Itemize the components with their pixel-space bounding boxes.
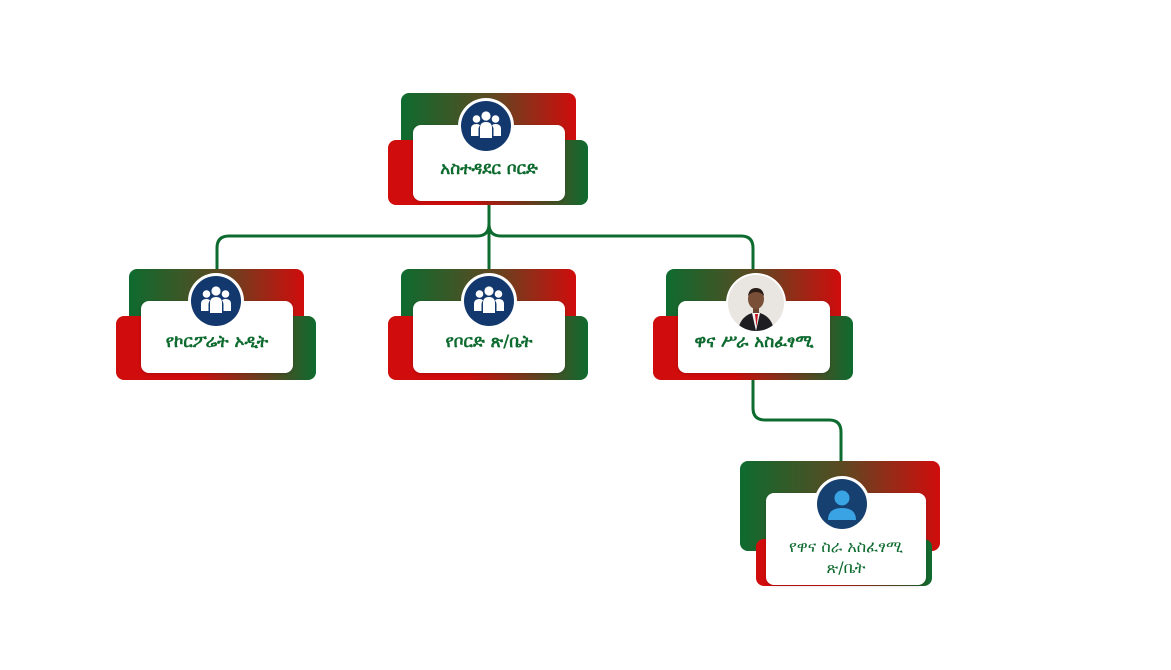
node-corporate-audit[interactable]: የኮርፖሬት ኦዲት — [116, 269, 316, 384]
node-badge — [461, 273, 517, 329]
group-icon — [201, 286, 231, 313]
node-board-secretariat[interactable]: የቦርድ ጽ/ቤት — [388, 269, 588, 384]
person-icon — [828, 490, 856, 520]
node-ceo[interactable]: ዋና ሥራ አስፈፃሚ — [653, 269, 853, 384]
connector-board-ceo — [487, 222, 755, 274]
node-label: የኮርፖሬት ኦዲት — [165, 331, 269, 352]
connector-board-audit — [215, 222, 491, 274]
node-badge — [814, 476, 870, 532]
node-ceo-office[interactable]: የዋና ስራ አስፈፃሚ ጽ/ቤት — [740, 461, 942, 589]
connector-ceo-office — [751, 378, 843, 465]
group-icon — [474, 286, 504, 313]
node-label: አስተዳደር ቦርድ — [440, 158, 538, 179]
executive-photo — [728, 275, 784, 331]
node-badge — [188, 273, 244, 329]
group-icon — [471, 111, 501, 138]
node-board[interactable]: አስተዳደር ቦርድ — [388, 93, 588, 208]
node-card: ዋና ሥራ አስፈፃሚ — [678, 301, 830, 373]
node-label: የቦርድ ጽ/ቤት — [445, 331, 533, 352]
node-badge — [458, 98, 514, 154]
node-badge — [726, 273, 786, 333]
node-label: የዋና ስራ አስፈፃሚ ጽ/ቤት — [789, 537, 903, 579]
node-label: ዋና ሥራ አስፈፃሚ — [694, 331, 814, 352]
node-label-line1: የዋና ስራ አስፈፃሚ — [788, 537, 904, 557]
node-label-line2: ጽ/ቤት — [826, 558, 866, 577]
